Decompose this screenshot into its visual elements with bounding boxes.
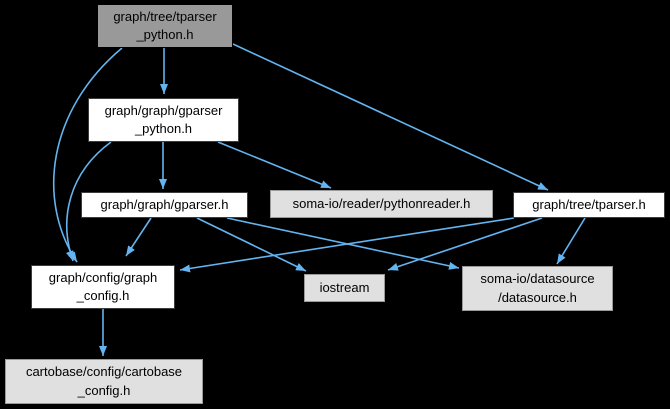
node-graph-tree-tparser-h[interactable]: graph/tree/tparser.h [513,192,665,218]
node-graph-graph-gparser-h[interactable]: graph/graph/gparser.h [81,192,248,218]
node-graph-config-graph-config-h[interactable]: graph/config/graph _config.h [31,265,175,309]
edge-gparser_python-to-pythonreader [217,141,332,189]
edge-tparser_python-to-tparser [232,43,549,191]
edge-tparser_python-to-graph_config [52,47,123,263]
edge-gparser-to-graph_config [125,217,152,257]
node-cartobase-config-cartobase-config-h: cartobase/config/cartobase _config.h [5,359,203,404]
node-graph-graph-gparser-python-h[interactable]: graph/graph/gparser _python.h [88,98,239,142]
node-iostream: iostream [304,274,385,302]
node-soma-io-datasource-datasource-h: soma-io/datasource /datasource.h [462,266,613,311]
edge-gparser-to-iostream [196,217,307,272]
edge-tparser-to-datasource [556,217,586,265]
edge-gparser_python-to-graph_config [65,141,112,262]
edge-gparser-to-datasource [226,217,460,270]
edge-tparser-to-iostream [387,217,543,271]
edge-tparser-to-graph_config [179,217,515,273]
node-graph-tree-tparser-python-h: graph/tree/tparser _python.h [97,4,233,48]
node-soma-io-reader-pythonreader-h: soma-io/reader/pythonreader.h [270,190,493,218]
